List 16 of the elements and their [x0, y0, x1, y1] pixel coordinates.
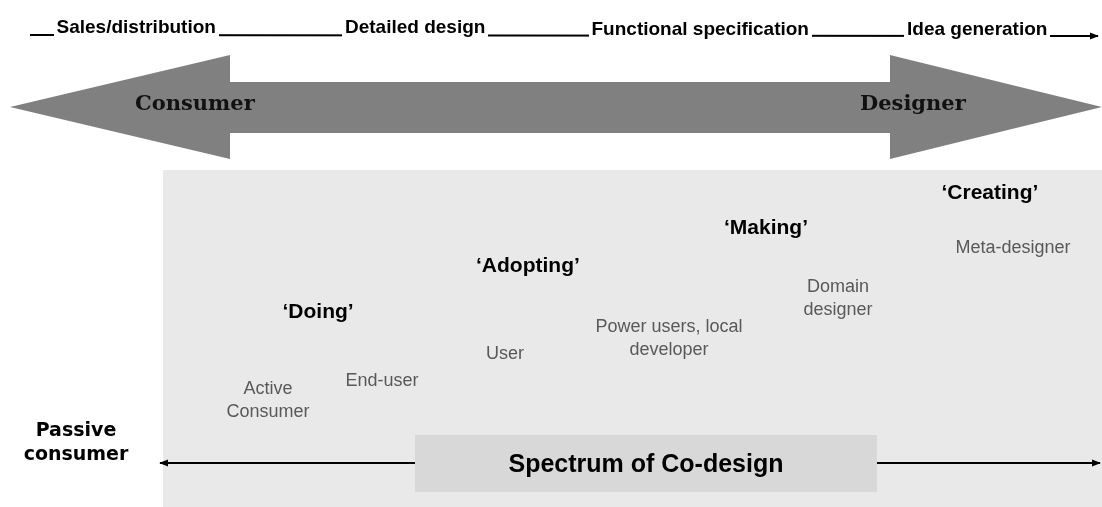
mode-label: ‘Making’	[724, 215, 808, 239]
spectrum-box: Spectrum of Co-design	[415, 435, 877, 492]
role-label: Meta-designer	[955, 236, 1071, 259]
role-label: Domain designer	[802, 275, 874, 322]
arrow-label: Designer	[860, 90, 966, 115]
mode-label: ‘Adopting’	[476, 253, 580, 277]
role-label: Power users, local developer	[594, 315, 744, 362]
role-label: End-user	[345, 369, 419, 392]
role-label: Passive consumer	[6, 418, 146, 474]
arrow	[876, 459, 1101, 467]
arrow-label: Consumer	[135, 90, 255, 115]
arrow	[159, 459, 416, 467]
mode-label: ‘Creating’	[941, 180, 1039, 204]
role-label: Active Consumer	[225, 377, 311, 424]
role-label: User	[486, 342, 524, 365]
mode-label: ‘Doing’	[282, 299, 354, 323]
